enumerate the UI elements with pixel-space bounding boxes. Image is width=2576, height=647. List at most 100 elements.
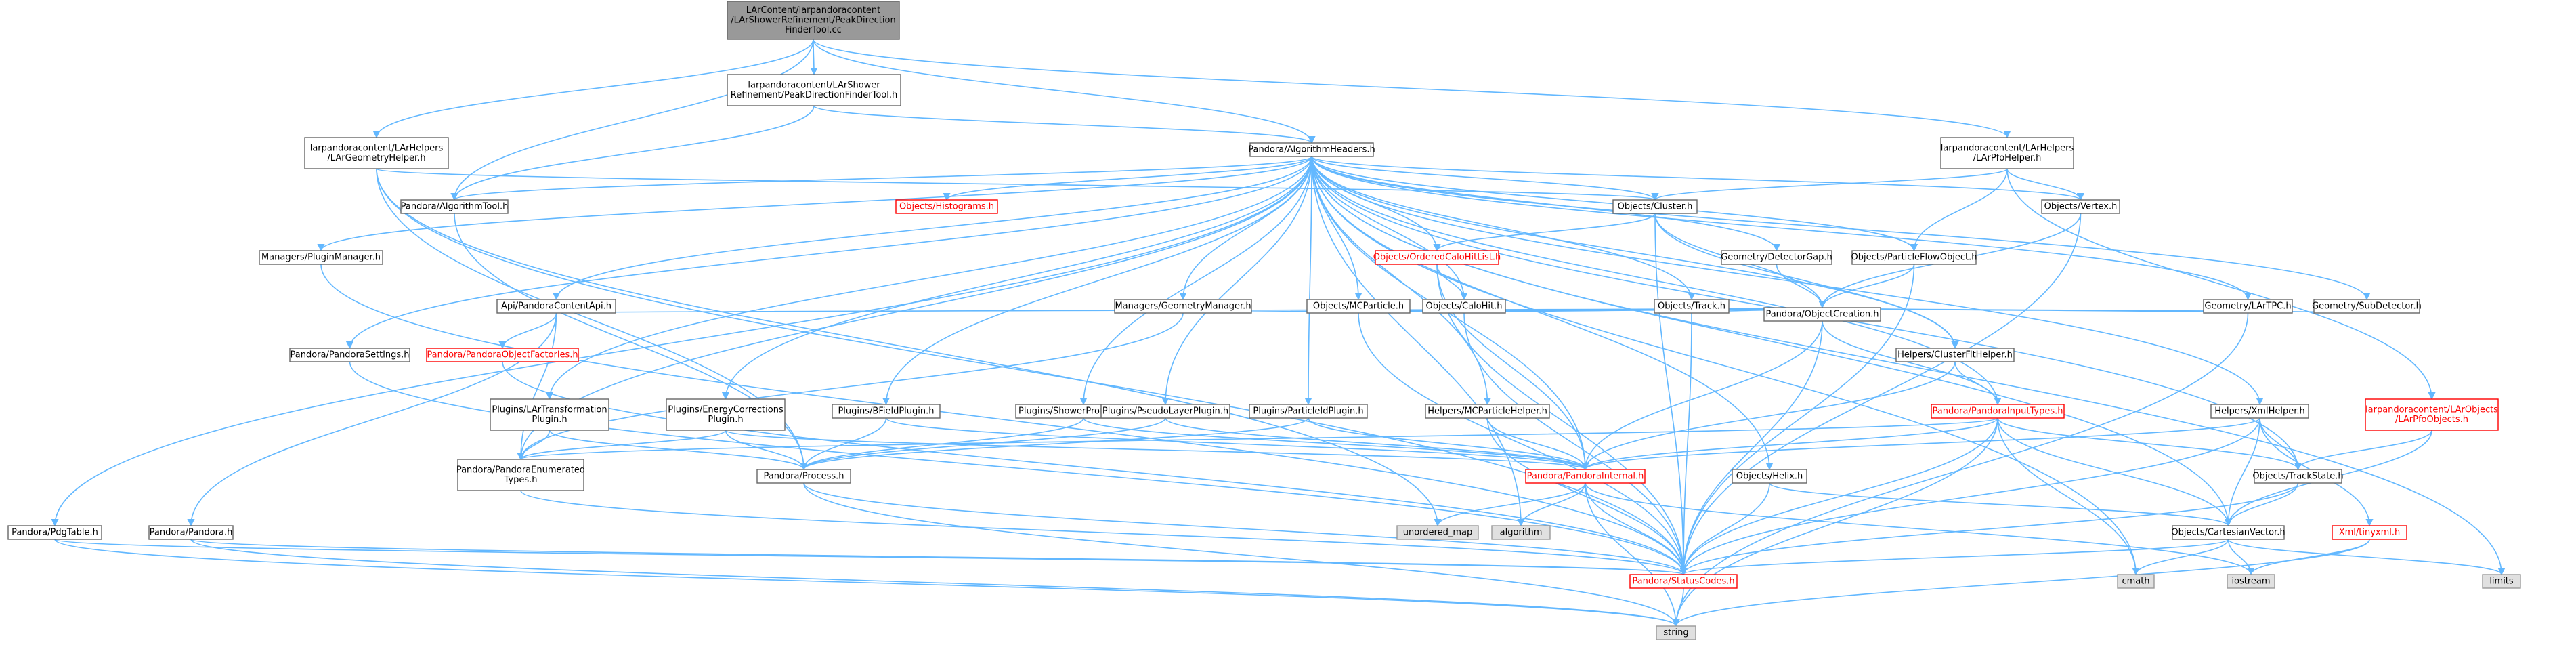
node-label: limits (2489, 577, 2514, 587)
node-cmath[interactable]: cmath (2117, 574, 2155, 589)
edge-n44-n49 (1672, 539, 2370, 627)
node-label: Api/PandoraContentApi.h (501, 301, 611, 312)
edge-n26-n36 (885, 417, 1589, 471)
edge-n4-n8 (2006, 168, 2085, 201)
node-helpers-xmlhelper-h[interactable]: Helpers/XmlHelper.h (2210, 404, 2309, 419)
edge-n4-n12 (1910, 168, 2008, 252)
node-limits[interactable]: limits (2482, 574, 2521, 589)
node-geometry-detectorgap-h[interactable]: Geometry/DetectorGap.h (1721, 250, 1832, 265)
node-box (727, 74, 901, 106)
node-pandora-pdgtable-h[interactable]: Pandora/PdgTable.h (7, 525, 102, 540)
edge-n3-n25 (721, 156, 1312, 400)
node-label: larpandoracontent/LArShower (748, 80, 880, 90)
node-geometry-lartpc-h[interactable]: Geometry/LArTPC.h (2203, 299, 2293, 314)
node-label: Refinement/PeakDirectionFinderTool.h (731, 90, 897, 100)
node-box (666, 398, 786, 431)
node-plugins-bfieldplugin-h[interactable]: Plugins/BFieldPlugin.h (832, 404, 941, 419)
edge-n25-n36 (725, 430, 1589, 471)
node-unordered-map[interactable]: unordered_map (1396, 525, 1479, 540)
node-objects-mcparticle-h[interactable]: Objects/MCParticle.h (1306, 299, 1411, 314)
node-box (2210, 404, 2309, 419)
node-objects-helix-h[interactable]: Objects/Helix.h (1732, 469, 1807, 484)
node-helpers-mcparticlehelper-h[interactable]: Helpers/MCParticleHelper.h (1425, 404, 1550, 419)
node-managers-pluginmanager-h[interactable]: Managers/PluginManager.h (259, 250, 383, 265)
node-larpandoracontent-larshowerrefinement-peakdirectionfindertool-h[interactable]: larpandoracontent/LArShowerRefinement/Pe… (727, 74, 901, 106)
node-objects-orderedcalohitlist-h[interactable]: Objects/OrderedCaloHitList.h (1373, 250, 1501, 265)
edge-n4-n33 (2006, 168, 2436, 400)
node-pandora-process-h[interactable]: Pandora/Process.h (756, 469, 851, 484)
node-label: FinderTool.cc (785, 25, 842, 35)
node-objects-trackstate-h[interactable]: Objects/TrackState.h (2252, 469, 2344, 484)
edge-n32-n36 (1581, 417, 2260, 471)
edge-n22-n31 (1822, 320, 2002, 406)
node-pandora-pandora-h[interactable]: Pandora/Pandora.h (148, 525, 234, 540)
node-box (1100, 404, 1230, 419)
node-box (1249, 142, 1374, 157)
edge-n3-n13 (553, 156, 1312, 301)
edge-n13-n21 (498, 312, 557, 350)
dependency-edges (51, 39, 2506, 627)
node-larpandoracontent-larobjects-larpfoobjects-h[interactable]: larpandoracontent/LArObjects/LArPfoObjec… (2365, 398, 2499, 431)
node-string[interactable]: string (1656, 625, 1696, 640)
edge-n30-n45 (1486, 417, 1688, 576)
node-objects-cluster-h[interactable]: Objects/Cluster.h (1612, 199, 1698, 214)
node-label: LArContent/larpandoracontent (746, 5, 881, 16)
node-label: /LArGeometryHelper.h (327, 153, 425, 163)
edge-n10-n36 (1436, 264, 1589, 471)
node-helpers-clusterfithelper-h[interactable]: Helpers/ClusterFitHelper.h (1895, 348, 2015, 362)
node-pandora-statuscodes-h[interactable]: Pandora/StatusCodes.h (1629, 574, 1738, 589)
node-pandora-pandoraobjectfactories-h[interactable]: Pandora/PandoraObjectFactories.h (426, 348, 579, 362)
node-box (2482, 574, 2521, 589)
node-managers-geometrymanager-h[interactable]: Managers/GeometryManager.h (1114, 299, 1252, 314)
node-api-pandoracontentapi-h[interactable]: Api/PandoraContentApi.h (496, 299, 616, 314)
node-objects-vertex-h[interactable]: Objects/Vertex.h (2041, 199, 2120, 214)
node-pandora-pandorainputtypes-h[interactable]: Pandora/PandoraInputTypes.h (1931, 404, 2065, 419)
edge-n36-n41 (1434, 482, 1586, 527)
node-larcontent-larpandoracontent-larshowerrefinement-peakdirectionfindertool-cc[interactable]: LArContent/larpandoracontent/LArShowerRe… (727, 1, 900, 40)
node-xml-tinyxml-h[interactable]: Xml/tinyxml.h (2332, 525, 2407, 540)
node-objects-calohit-h[interactable]: Objects/CaloHit.h (1422, 299, 1506, 314)
node-algorithm[interactable]: algorithm (1491, 525, 1551, 540)
node-pandora-objectcreation-h[interactable]: Pandora/ObjectCreation.h (1763, 307, 1881, 322)
node-label: Pandora/PandoraInternal.h (1527, 472, 1644, 482)
node-label: /LArPfoObjects.h (2395, 415, 2468, 425)
node-objects-cartesianvector-h[interactable]: Objects/CartesianVector.h (2171, 525, 2285, 540)
edge-n3-n7 (1311, 156, 1659, 201)
node-objects-histograms-h[interactable]: Objects/Histograms.h (895, 199, 998, 214)
node-box (1425, 404, 1550, 419)
edge-n36-n49 (1585, 482, 1680, 627)
node-pandora-pandorainternal-h[interactable]: Pandora/PandoraInternal.h (1525, 469, 1646, 484)
node-geometry-subdetector-h[interactable]: Geometry/SubDetector.h (2312, 299, 2422, 314)
edge-n2-n7 (376, 168, 1658, 201)
node-objects-particleflowobject-h[interactable]: Objects/ParticleFlowObject.h (1851, 250, 1977, 265)
edge-n22-n36 (1581, 320, 1823, 471)
node-box (426, 348, 579, 362)
node-pandora-pandorasettings-h[interactable]: Pandora/PandoraSettings.h (289, 348, 410, 362)
edge-n3-n9 (317, 156, 1312, 252)
edge-n10-n45 (1436, 264, 1688, 576)
edge-n31-n38 (1997, 417, 2302, 471)
node-label: Plugins/LArTransformation (492, 404, 607, 415)
node-label: Pandora/PdgTable.h (12, 528, 98, 538)
node-plugins-pseudolayerplugin-h[interactable]: Plugins/PseudoLayerPlugin.h (1100, 404, 1230, 419)
node-label: Plugin.h (532, 415, 567, 425)
node-larpandoracontent-larhelpers-larpfohelper-h[interactable]: larpandoracontent/LArHelpers/LArPfoHelpe… (1940, 137, 2074, 169)
node-label: Objects/TrackState.h (2252, 472, 2343, 482)
node-pandora-algorithmtool-h[interactable]: Pandora/AlgorithmTool.h (400, 199, 509, 214)
edge-n36-n45 (1585, 482, 1688, 576)
node-pandora-algorithmheaders-h[interactable]: Pandora/AlgorithmHeaders.h (1248, 142, 1375, 157)
node-plugins-particleidplugin-h[interactable]: Plugins/ParticleIdPlugin.h (1249, 404, 1368, 419)
edge-n38-n43 (2224, 482, 2299, 527)
node-iostream[interactable]: iostream (2227, 574, 2275, 589)
edge-n3-n39 (51, 156, 1312, 527)
node-larpandoracontent-larhelpers-largeometryhelper-h[interactable]: larpandoracontent/LArHelpers/LArGeometry… (304, 137, 449, 169)
edge-n2-n45 (376, 168, 1688, 576)
node-box (457, 459, 584, 491)
node-box (2041, 199, 2120, 214)
edge-n3-n17 (1311, 156, 1696, 301)
node-objects-track-h[interactable]: Objects/Track.h (1654, 299, 1730, 314)
